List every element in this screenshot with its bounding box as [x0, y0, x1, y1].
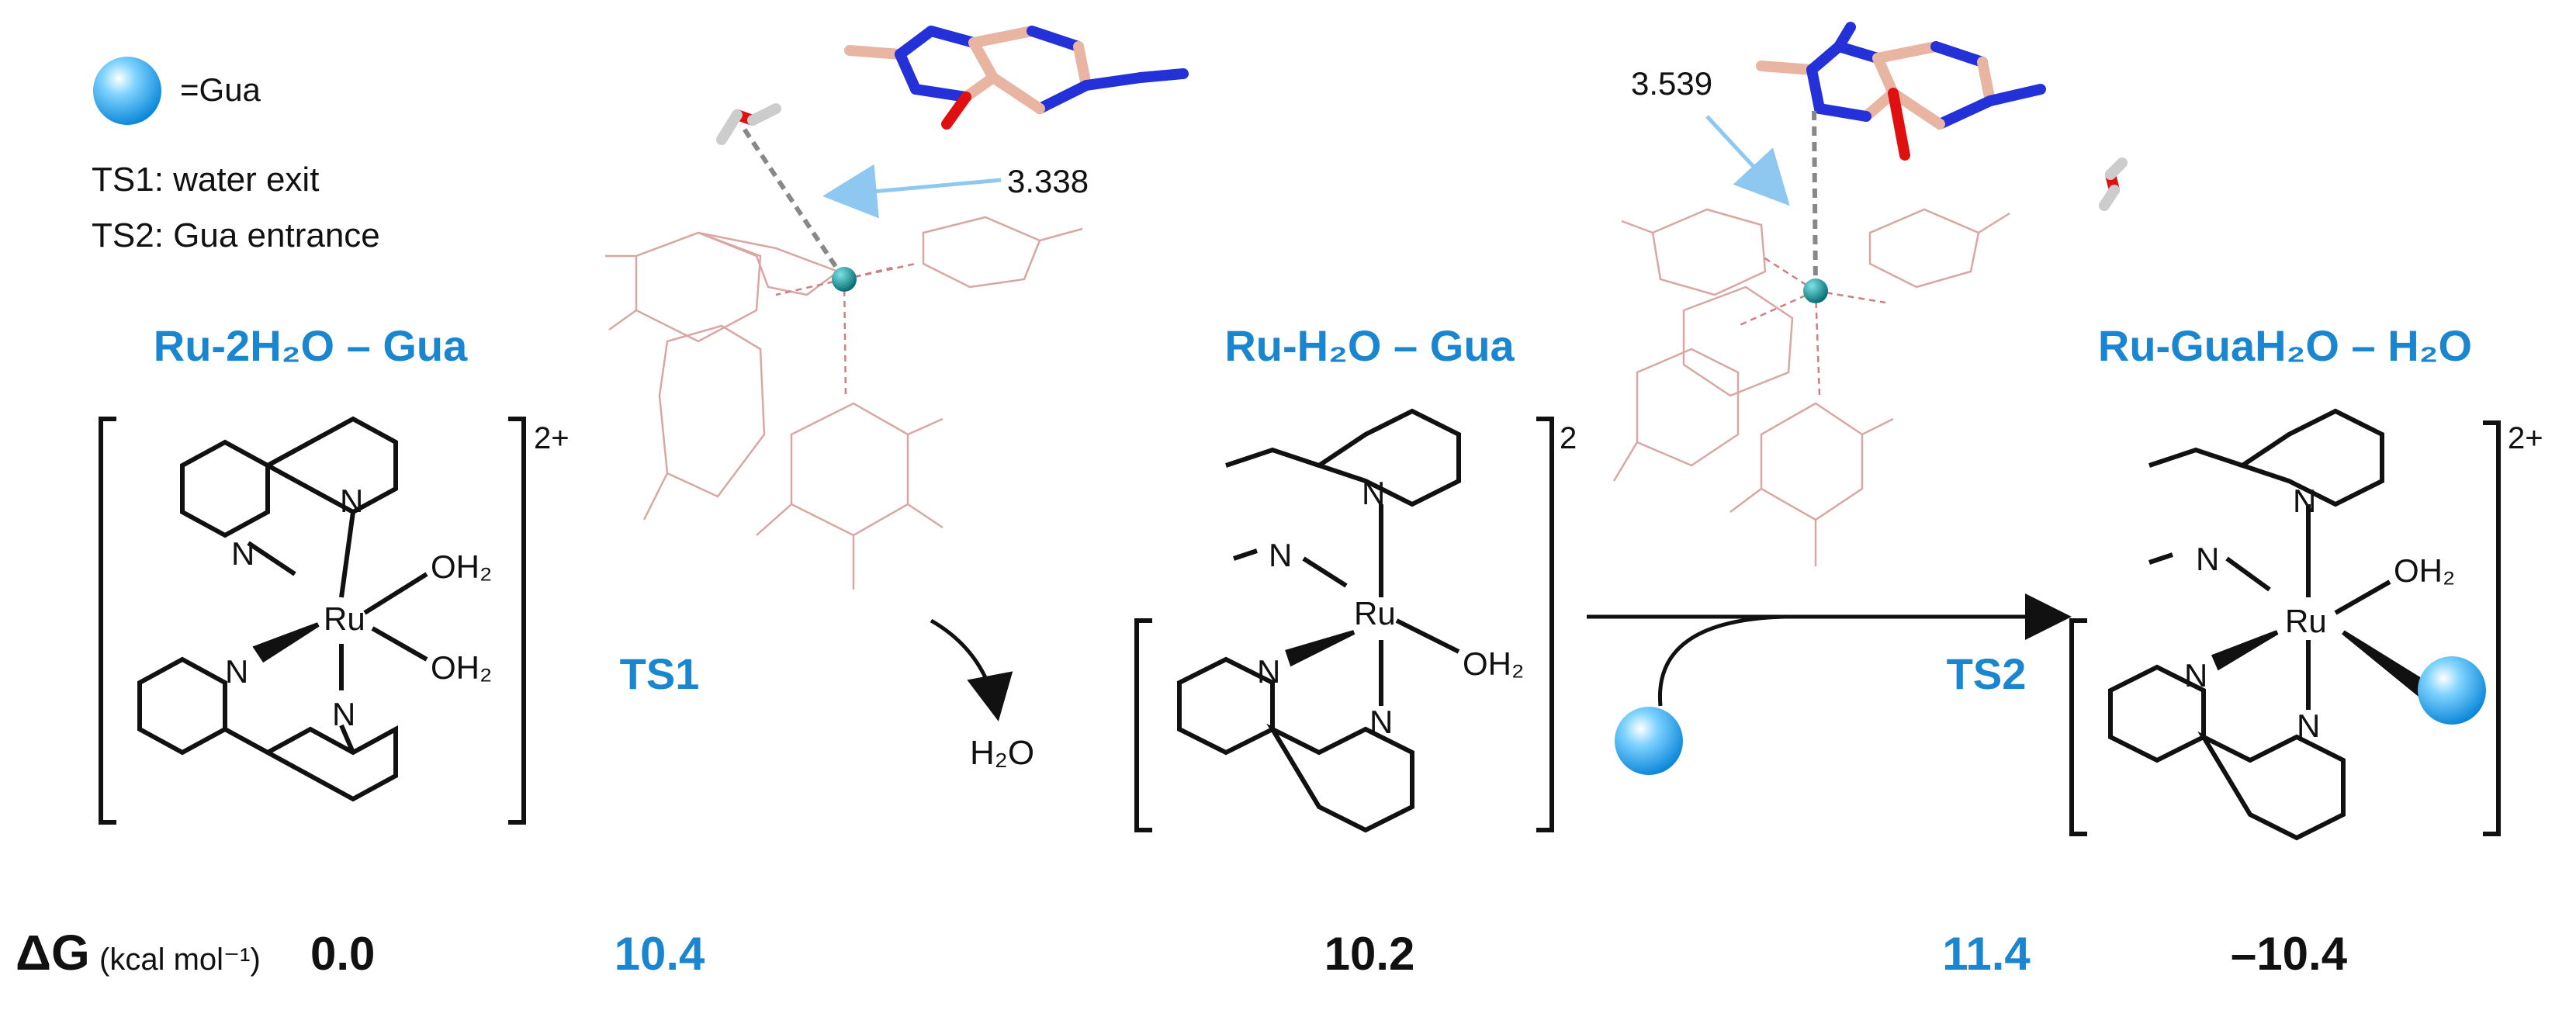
intermediate-charge: 2: [1560, 421, 1577, 455]
product-structure: [2069, 408, 2501, 841]
gua-entry-curve: [1657, 614, 1785, 707]
energy-ts2: 11.4: [1942, 928, 2031, 980]
right-bracket: [508, 417, 526, 825]
ru-atom-label: Ru: [2285, 603, 2327, 639]
n-atom-label: N: [2293, 483, 2316, 519]
water-exit-arrow: [930, 618, 1013, 721]
energy-product: –10.4: [2231, 928, 2348, 980]
ts2-distance: 3.539: [1631, 65, 1712, 102]
energy-ts1: 10.4: [615, 928, 705, 980]
energy-intermediate: 10.2: [1324, 928, 1415, 980]
n-atom-label: N: [1257, 653, 1280, 690]
legend: =Gua TS1: water exit TS2: Gua entrance: [92, 57, 380, 254]
incoming-gua-ball-icon: [1615, 707, 1683, 775]
ts2-3d-model: 3.539: [1612, 22, 2128, 566]
legend-ts2: TS2: Gua entrance: [92, 216, 380, 254]
bound-gua-ball-icon: [2418, 656, 2486, 725]
n-atom-label: N: [332, 696, 355, 732]
legend-ts1: TS1: water exit: [92, 161, 319, 199]
left-bracket: [99, 417, 116, 825]
n-atom-label: N: [2196, 541, 2219, 577]
product-atoms: Ru N N N N OH₂: [2184, 483, 2455, 744]
energy-unit: (kcal mol⁻¹): [99, 943, 261, 977]
n-atom-label: N: [1362, 475, 1385, 511]
reactant-label: Ru-2H₂O – Gua: [154, 321, 468, 370]
n-atom-label: N: [1369, 704, 1393, 740]
ru-atom-label: Ru: [324, 600, 365, 637]
ts2-label: TS2: [1947, 649, 2027, 698]
legend-gua: =Gua: [180, 71, 261, 108]
ts1-3d-model: 3.338: [605, 26, 1189, 590]
ts1-label: TS1: [620, 649, 700, 698]
ru-sphere-icon: [1803, 278, 1828, 303]
gua-ball-icon: [93, 57, 161, 125]
intermediate-structure: [1134, 408, 1554, 833]
oh2-label: OH₂: [2394, 552, 2455, 589]
ts1-distance: 3.338: [1007, 163, 1089, 199]
n-atom-label: N: [225, 653, 248, 690]
product-charge: 2+: [2508, 421, 2543, 455]
oh2-label: OH₂: [431, 649, 492, 686]
ru-atom-label: Ru: [1354, 595, 1396, 631]
n-atom-label: N: [1269, 537, 1292, 573]
oh2-label: OH₂: [1463, 645, 1524, 682]
intermediate-label: Ru-H₂O – Gua: [1224, 321, 1515, 370]
intermediate-atoms: Ru N N N N OH₂: [1257, 475, 1524, 740]
n-atom-label: N: [340, 483, 363, 519]
delta-g-symbol: ΔG: [16, 925, 90, 981]
n-atom-label: N: [2297, 707, 2320, 744]
reactant-structure: [99, 416, 526, 825]
reactant-charge: 2+: [534, 421, 570, 455]
ru-sphere-icon: [832, 267, 857, 292]
n-atom-label: N: [231, 535, 254, 572]
product-label: Ru-GuaH₂O – H₂O: [2098, 321, 2472, 370]
released-water-label: H₂O: [970, 734, 1034, 772]
oh2-label: OH₂: [431, 548, 492, 585]
energy-reactant: 0.0: [310, 928, 375, 980]
reactant-atoms: Ru N N N N OH₂ OH₂: [225, 483, 492, 732]
energy-row: ΔG (kcal mol⁻¹) 0.0 10.4 10.2 11.4 –10.4: [16, 925, 2348, 981]
n-atom-label: N: [2184, 657, 2207, 694]
